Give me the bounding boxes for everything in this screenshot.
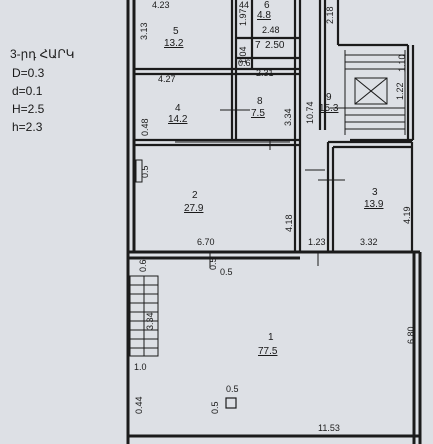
legend-line: d=0.1 bbox=[12, 84, 43, 98]
dimension-label: 3.32 bbox=[360, 237, 378, 247]
dimension-label: 44 bbox=[239, 0, 249, 10]
dimension-label: 0.5 bbox=[226, 384, 239, 394]
room-number: 7 bbox=[255, 40, 261, 51]
room-area: 15.3 bbox=[319, 103, 339, 114]
dimension-label: 0.48 bbox=[140, 118, 150, 136]
room-number: 5 bbox=[173, 26, 179, 37]
dimension-label: 1.23 bbox=[308, 237, 326, 247]
interior-walls bbox=[134, 0, 415, 252]
room-area: 27.9 bbox=[184, 203, 204, 214]
dimension-label: 0.6 bbox=[138, 259, 148, 272]
dimension-label: 4.23 bbox=[152, 0, 170, 10]
room-number: 4 bbox=[175, 103, 181, 114]
dimension-label: 4.18 bbox=[284, 214, 294, 232]
dimension-label: 0.44 bbox=[134, 396, 144, 414]
dimension-label: 0.6 bbox=[238, 58, 251, 68]
dimension-label: 1.0 bbox=[134, 362, 147, 372]
legend-line: h=2.3 bbox=[12, 120, 43, 134]
legend-line: H=2.5 bbox=[12, 102, 45, 116]
dimension-label: 1.97 bbox=[238, 8, 248, 26]
room-area: 7.5 bbox=[251, 108, 265, 119]
room-area: 14.2 bbox=[168, 114, 188, 125]
room-area: 13.9 bbox=[364, 199, 384, 210]
dimension-label: 0.5 bbox=[208, 257, 218, 270]
dimension-label: 4.19 bbox=[402, 206, 412, 224]
room-number: 6 bbox=[264, 0, 270, 11]
room-number: 2 bbox=[192, 190, 198, 201]
dimension-ticks bbox=[175, 107, 345, 268]
dimension-label: 0.5 bbox=[220, 267, 233, 277]
room-number: 1 bbox=[268, 332, 274, 343]
dimension-label: 0.5 bbox=[140, 165, 150, 178]
room-area: 77.5 bbox=[258, 346, 278, 357]
room-area: 4.8 bbox=[257, 10, 271, 21]
dimension-label: 0.5 bbox=[210, 401, 220, 414]
dimension-label: 2.31 bbox=[256, 68, 274, 78]
vent-symbol bbox=[135, 159, 143, 183]
dimension-labels: 4.23 3.13 1.97 44 2.48 2.18 0.6 4.27 2.3… bbox=[134, 0, 416, 433]
outer-walls bbox=[126, 0, 422, 444]
stair-room-1 bbox=[129, 275, 159, 357]
room-number: 3 bbox=[372, 187, 378, 198]
room-number: 8 bbox=[257, 96, 263, 107]
column-symbol bbox=[225, 397, 237, 409]
dimension-label: 4.27 bbox=[158, 74, 176, 84]
dimension-label: 3.34 bbox=[283, 108, 293, 126]
dimension-label: 10.74 bbox=[305, 101, 315, 124]
room-area: 13.2 bbox=[164, 38, 184, 49]
dimension-label: 2.18 bbox=[325, 6, 335, 24]
stair-top-right bbox=[344, 50, 406, 135]
legend-title: 3-րդ ՀԱՐԿ bbox=[10, 47, 74, 61]
dimension-label: 1.22 bbox=[395, 82, 405, 100]
dimension-label: 3.13 bbox=[139, 22, 149, 40]
room-labels: 5 13.2 6 4.8 7 2.50 4 14.2 8 7.5 9 15.3 … bbox=[164, 0, 384, 357]
dimension-label: 1.10 bbox=[397, 54, 407, 72]
room-area: 2.50 bbox=[265, 40, 285, 51]
dimension-label: 6.70 bbox=[197, 237, 215, 247]
dimension-label: 2.48 bbox=[262, 25, 280, 35]
dimension-label: 3.34 bbox=[145, 312, 155, 330]
legend: 3-րդ ՀԱՐԿ D=0.3 d=0.1 H=2.5 h=2.3 bbox=[10, 47, 74, 134]
dimension-label: 11.53 bbox=[318, 423, 340, 433]
dimension-label: 1.04 bbox=[238, 46, 248, 64]
room-number: 9 bbox=[326, 92, 332, 103]
legend-line: D=0.3 bbox=[12, 66, 45, 80]
dimension-label: 6.80 bbox=[406, 326, 416, 344]
